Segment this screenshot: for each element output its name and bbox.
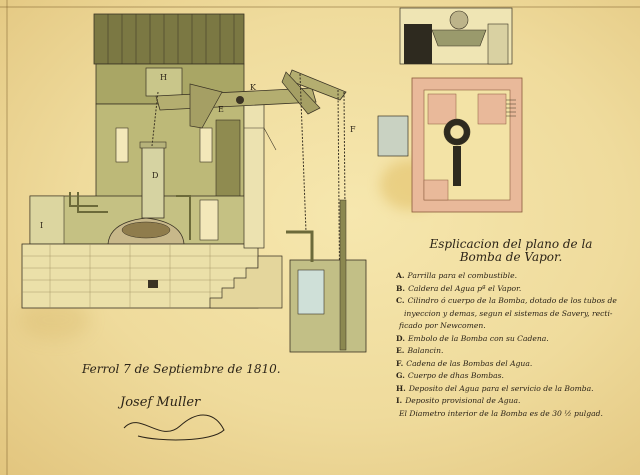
legend-item: H.Deposito del Agua para el servicio de … <box>396 383 594 393</box>
boiler-b <box>121 221 171 239</box>
rear-wall-panels <box>107 14 235 64</box>
legend: Esplicacion del plano de la Bomba de Vap… <box>396 238 636 420</box>
mark-i: I <box>40 221 43 230</box>
place-date: Ferrol 7 de Septiembre de 1810. <box>82 362 281 376</box>
plan-flue <box>453 146 461 186</box>
legend-item: B.Caldera del Agua pª el Vapor. <box>396 283 522 293</box>
legend-title-line1: Esplicacion del plano de la <box>429 237 593 251</box>
legend-item: G.Cuerpo de dhas Bombas. <box>396 371 504 380</box>
rear-wall <box>93 13 245 65</box>
window <box>115 127 129 163</box>
engine-house-elevation <box>21 13 283 309</box>
drawing-marks: H K D E I F <box>40 73 356 230</box>
beam-pivot <box>236 96 244 104</box>
dark-section <box>404 24 432 64</box>
cylinder-c <box>141 145 165 219</box>
cylinder-cap <box>139 141 167 149</box>
masonry-courses <box>22 244 258 308</box>
legend-title-line2: Bomba de Vapor. <box>459 250 563 264</box>
mark-h: H <box>160 73 167 82</box>
mark-k: K <box>250 83 257 92</box>
stairs <box>209 255 283 309</box>
signature-flourish <box>123 414 225 441</box>
mark-e: E <box>218 105 224 114</box>
legend-item: ficado por Newcomen. <box>399 321 486 330</box>
mark-f: F <box>350 125 356 134</box>
pump-section-detail <box>399 7 513 65</box>
pump-cistern-water <box>297 269 325 315</box>
legend-item: E.Balancin. <box>396 346 444 355</box>
legend-item: D.Embolo de la Bomba con su Cadena. <box>396 333 549 343</box>
doorway <box>199 199 219 241</box>
beam-pier <box>243 99 265 249</box>
legend-item: El Diametro interior de la Bomba es de 3… <box>399 408 603 418</box>
stone-base <box>21 243 259 309</box>
pump-rod-g <box>339 199 347 351</box>
window <box>199 127 213 163</box>
provisional-tank-i <box>29 195 65 245</box>
floor-plan <box>377 77 523 213</box>
legend-item: C.Cilindro ó cuerpo de la Bomba, dotado … <box>396 296 617 318</box>
pump-well <box>286 199 367 353</box>
boiler-section <box>431 29 487 47</box>
legend-item: A.Parrilla para el combustible. <box>396 271 517 280</box>
plan-stairs <box>506 99 516 117</box>
legend-item: I.Deposito provisional de Agua. <box>396 396 521 405</box>
dome-section <box>449 10 469 30</box>
water-tank-h <box>145 67 183 97</box>
plan-cistern <box>377 115 409 157</box>
mark-d: D <box>152 171 158 180</box>
signature: Josef Muller <box>120 395 201 410</box>
beam-wall <box>215 119 241 201</box>
legend-list: A.Parrilla para el combustible. B.Calder… <box>396 270 636 420</box>
legend-item: F.Cadena de las Bombas del Agua. <box>396 358 533 368</box>
pump-pipe <box>286 230 314 262</box>
base-opening <box>148 280 158 288</box>
legend-title: Esplicacion del plano de la Bomba de Vap… <box>396 238 636 264</box>
